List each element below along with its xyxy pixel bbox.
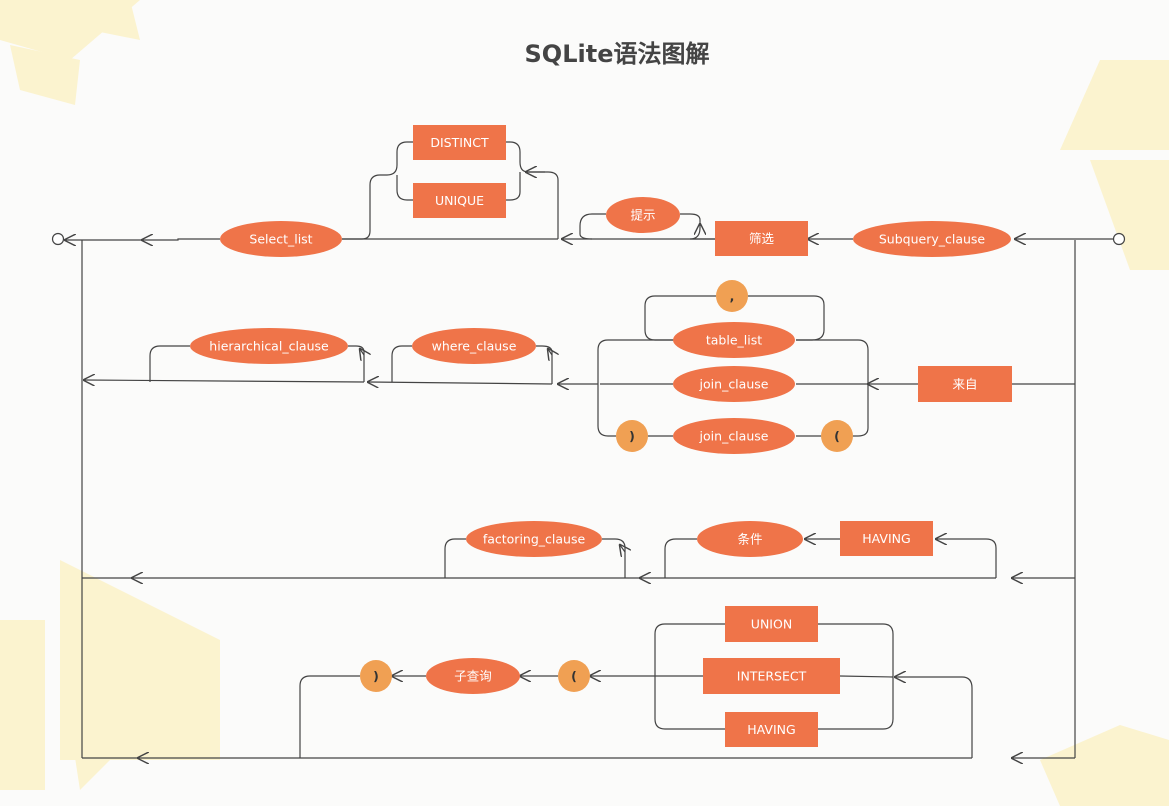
factoring-clause-oval: factoring_clause — [466, 521, 602, 557]
close-paren-circle-2: ) — [360, 660, 392, 692]
union-box: UNION — [725, 606, 818, 642]
row3-factoring-arrow — [620, 545, 625, 552]
row4-setop-branch — [895, 677, 973, 758]
hierarchical-clause-oval: hierarchical_clause — [190, 328, 348, 364]
open-paren-circle-2: ( — [558, 660, 590, 692]
condition-oval: 条件 — [697, 521, 803, 557]
row2-exit — [84, 380, 365, 382]
hint-oval: 提示 — [606, 197, 680, 233]
from-box: 来自 — [918, 366, 1012, 402]
diagram-body: DISTINCT UNIQUE 提示 筛选 Subquery_clause Se… — [51, 125, 1126, 758]
intersect-box: INTERSECT — [703, 658, 840, 694]
unique-label: UNIQUE — [435, 193, 484, 208]
join-clause-oval-1: join_clause — [673, 366, 795, 402]
condition-label: 条件 — [737, 532, 762, 547]
row1-distinct-branch — [528, 171, 559, 239]
select-list-oval: Select_list — [220, 221, 342, 257]
join-clause-label-2: join_clause — [699, 429, 769, 444]
distinct-label: DISTINCT — [430, 135, 489, 150]
table-list-oval: table_list — [673, 322, 795, 358]
having-box-1: HAVING — [840, 521, 933, 556]
row2-hier-arrow — [360, 349, 364, 355]
having-box-2: HAVING — [725, 712, 818, 747]
filter-label: 筛选 — [749, 231, 775, 246]
row2-branches — [796, 339, 869, 437]
subquery-clause-label: Subquery_clause — [879, 232, 986, 247]
unique-box: UNIQUE — [413, 183, 506, 218]
factoring-clause-label: factoring_clause — [483, 532, 586, 547]
having-label-2: HAVING — [747, 722, 795, 737]
close-paren-label-1: ) — [629, 429, 635, 444]
select-list-label: Select_list — [249, 232, 312, 247]
subquery-label: 子查询 — [454, 669, 492, 684]
row2-mid — [368, 382, 553, 384]
open-paren-circle-1: ( — [821, 420, 853, 452]
filter-box: 筛选 — [715, 221, 808, 256]
join-clause-label-1: join_clause — [699, 377, 769, 392]
row4-setop-left — [590, 623, 725, 730]
end-terminal — [51, 232, 65, 246]
comma-circle: , — [716, 280, 748, 312]
close-paren-label-2: ) — [373, 669, 379, 684]
table-list-label: table_list — [706, 333, 762, 348]
where-clause-oval: where_clause — [412, 328, 536, 364]
row1-distinct-right — [506, 141, 529, 201]
having-label-1: HAVING — [862, 531, 910, 546]
row1-distinct-left — [342, 141, 413, 240]
join-clause-oval-2: join_clause — [673, 418, 795, 454]
intersect-label: INTERSECT — [737, 669, 807, 684]
hierarchical-clause-label: hierarchical_clause — [209, 339, 329, 354]
open-paren-label-1: ( — [834, 429, 840, 444]
where-clause-label: where_clause — [432, 339, 517, 354]
hint-label: 提示 — [630, 208, 655, 223]
row3-cond-out — [664, 538, 697, 578]
row4-close-out — [299, 675, 360, 758]
row1-select-out — [142, 239, 220, 240]
row3-having-branch — [936, 539, 997, 578]
subquery-oval: 子查询 — [426, 658, 520, 694]
row2-where-arrow — [548, 349, 552, 355]
subquery-clause-oval: Subquery_clause — [853, 221, 1011, 257]
comma-label: , — [730, 289, 735, 304]
from-label: 来自 — [952, 377, 977, 392]
open-paren-label-2: ( — [571, 669, 577, 684]
union-label: UNION — [751, 617, 792, 632]
row2-left-join — [597, 339, 674, 437]
page-title: SQLite语法图解 — [525, 40, 710, 68]
start-terminal — [1112, 232, 1126, 246]
row4-setop-lines — [818, 623, 894, 730]
distinct-box: DISTINCT — [413, 125, 506, 160]
close-paren-circle-1: ) — [616, 420, 648, 452]
